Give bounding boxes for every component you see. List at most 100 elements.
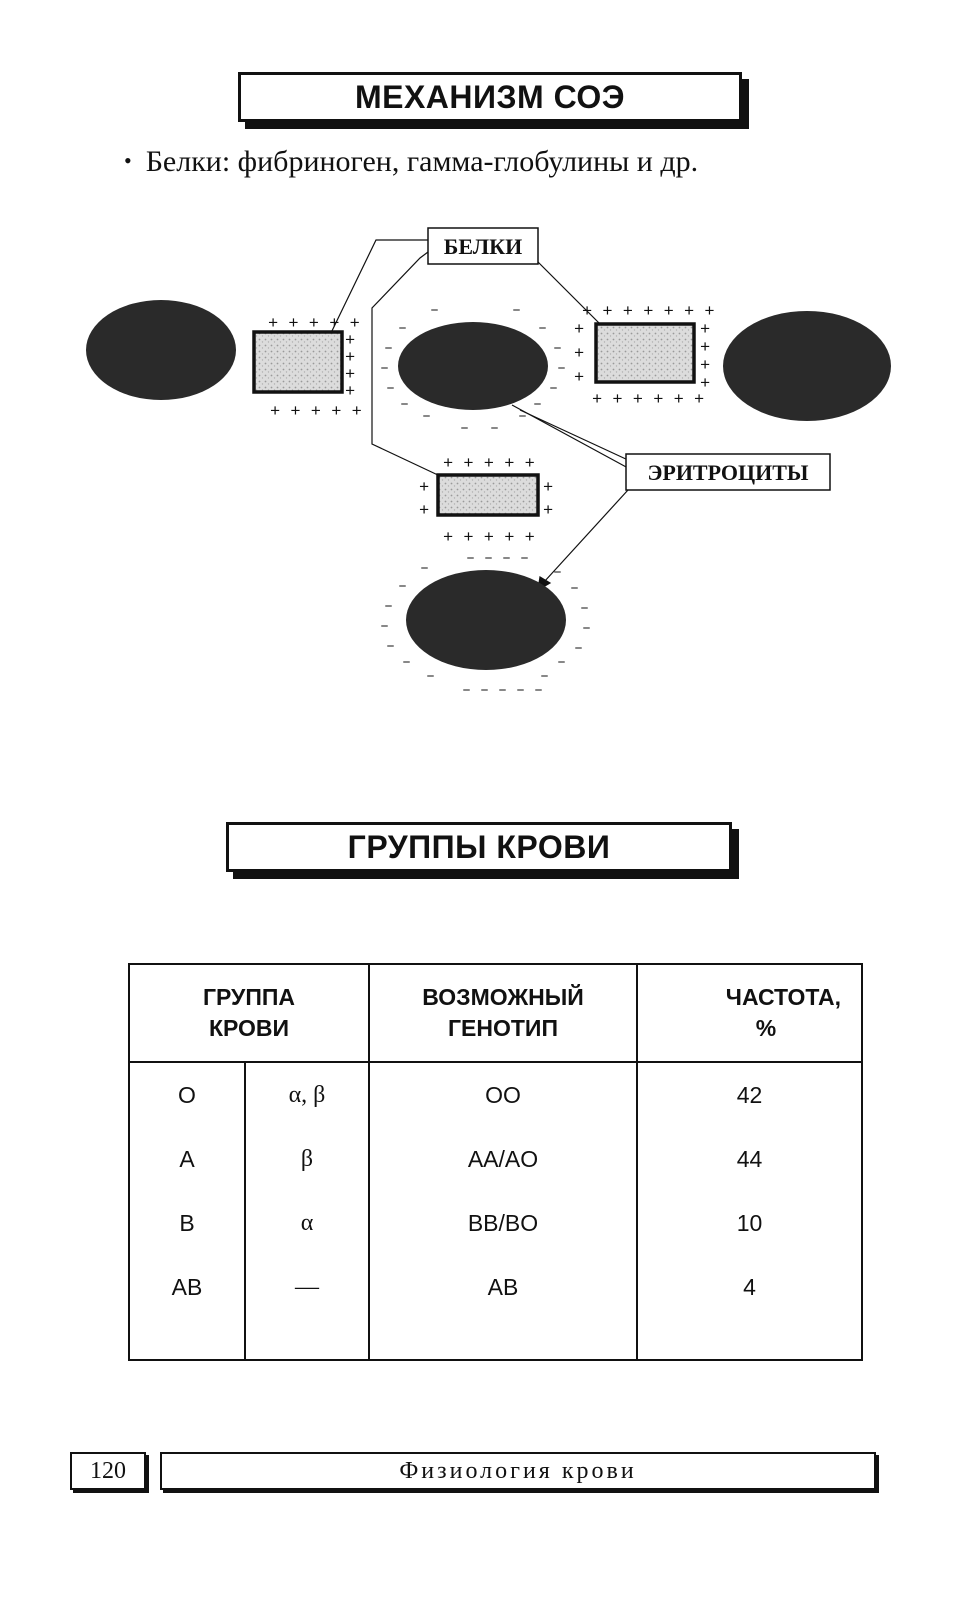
svg-text:+ + + + +: + + + + + [443, 455, 535, 474]
erythrocyte-leader-lines [511, 404, 629, 592]
svg-text:–: – [518, 408, 527, 425]
header-text: КРОВИ [208, 1015, 290, 1041]
cell-group: O [129, 1062, 246, 1127]
cell-antibodies: α, β [245, 1062, 370, 1127]
svg-text:–: – [582, 620, 591, 637]
svg-text:–: – [386, 380, 395, 397]
protein-left [252, 330, 344, 394]
cell-genotype: OO [369, 1062, 638, 1127]
cell-group: AB [129, 1255, 246, 1319]
header-blood-group: ГРУППА КРОВИ [129, 964, 370, 1063]
svg-text:+: + [543, 479, 553, 498]
svg-text:–: – [533, 396, 542, 413]
erythrocyte-bottom [406, 570, 566, 670]
svg-text:+: + [574, 345, 584, 364]
svg-text:–: – [426, 668, 435, 685]
header-frequency: ЧАСТОТА, % [637, 964, 862, 1063]
bullet-text: Белки: фибриноген, гамма-глобулины и др. [145, 145, 699, 178]
cell-group: A [129, 1127, 246, 1191]
svg-text:+ + + + + + +: + + + + + + + [582, 303, 715, 322]
positive-charges: + + + + + + + + + + + + + + + + + + + + … [268, 303, 715, 548]
svg-text:–: – [422, 408, 431, 425]
running-footer-title: Физиология крови [160, 1452, 876, 1490]
svg-text:–: – [570, 580, 579, 597]
svg-text:+: + [700, 339, 710, 358]
svg-text:–: – [512, 302, 521, 319]
header-text: ВОЗМОЖНЫЙ [422, 983, 584, 1010]
svg-text:–: – [386, 638, 395, 655]
cell-antibodies: — [245, 1255, 370, 1319]
protein-leader-lines [329, 239, 605, 477]
table-spacer-row [129, 1319, 862, 1360]
svg-text:+: + [574, 321, 584, 340]
proteins-bullet: • Белки: фибриноген, гамма-глобулины и др… [124, 145, 698, 179]
erythrocyte-left [86, 300, 236, 400]
svg-text:+ + + + +: + + + + + [443, 529, 535, 548]
erythrocyte-right [723, 311, 891, 421]
svg-text:–: – [402, 654, 411, 671]
svg-text:–: – [430, 302, 439, 319]
label-proteins: БЕЛКИ [427, 227, 539, 265]
label-erythrocytes: ЭРИТРОЦИТЫ [625, 453, 831, 491]
erythrocyte-center [398, 322, 548, 410]
section-title-esr-mechanism: МЕХАНИЗМ СОЭ [238, 72, 742, 122]
svg-text:+ + + + +: + + + + + [270, 403, 362, 422]
table-header-row: ГРУППА КРОВИ ВОЗМОЖНЫЙ ГЕНОТИП ЧАСТОТА, … [129, 964, 862, 1063]
table-row: A β AA/AO 44 [129, 1127, 862, 1191]
svg-text:–: – [490, 420, 499, 437]
svg-text:–: – [557, 654, 566, 671]
header-text: % [755, 1015, 777, 1041]
cell-antibodies: α [245, 1191, 370, 1255]
cell-antibodies: β [245, 1127, 370, 1191]
svg-text:–: – [384, 598, 393, 615]
section-title-blood-groups: ГРУППЫ КРОВИ [226, 822, 732, 872]
svg-text:–: – [420, 560, 429, 577]
section-title-text: МЕХАНИЗМ СОЭ [354, 78, 626, 115]
bullet-marker: • [124, 148, 132, 173]
blood-groups-table: ГРУППА КРОВИ ВОЗМОЖНЫЙ ГЕНОТИП ЧАСТОТА, … [128, 963, 863, 1361]
svg-text:+ + + + + +: + + + + + + [592, 391, 704, 410]
svg-text:+ + + + +: + + + + + [268, 315, 360, 334]
svg-text:– – – –: – – – – [466, 550, 529, 567]
svg-text:+: + [419, 479, 429, 498]
svg-text:–: – [538, 320, 547, 337]
svg-text:–: – [540, 668, 549, 685]
header-text: ГЕНОТИП [448, 1015, 558, 1041]
header-text: ГРУППА [202, 983, 296, 1010]
label-erythrocytes-text: ЭРИТРОЦИТЫ [647, 460, 808, 485]
table-row: B α BB/BO 10 [129, 1191, 862, 1255]
cell-frequency: 10 [736, 1209, 763, 1236]
svg-text:–: – [380, 360, 389, 377]
svg-text:+: + [700, 321, 710, 340]
svg-text:+: + [345, 349, 355, 368]
svg-text:–: – [549, 380, 558, 397]
svg-text:– – – – –: – – – – – [462, 682, 543, 699]
cell-frequency: 42 [736, 1081, 763, 1108]
cell-genotype: AA/AO [369, 1127, 638, 1191]
svg-text:–: – [380, 618, 389, 635]
cell-frequency: 4 [743, 1273, 756, 1300]
svg-text:–: – [553, 564, 562, 581]
svg-text:–: – [557, 360, 566, 377]
header-text: ЧАСТОТА, [725, 983, 841, 1010]
svg-text:+: + [419, 502, 429, 521]
table-row: AB — AB 4 [129, 1255, 862, 1319]
cell-genotype: BB/BO [369, 1191, 638, 1255]
svg-text:–: – [580, 600, 589, 617]
svg-text:+: + [543, 502, 553, 521]
svg-text:+: + [700, 357, 710, 376]
svg-text:+: + [574, 369, 584, 388]
protein-bottom [436, 473, 540, 517]
svg-text:–: – [398, 320, 407, 337]
svg-text:+: + [345, 332, 355, 351]
svg-text:+: + [345, 383, 355, 402]
section-title-text: ГРУППЫ КРОВИ [347, 828, 611, 865]
esr-mechanism-diagram: БЕЛКИ ЭРИТРОЦИТЫ + + + + + + + + + + + +… [86, 227, 891, 699]
svg-text:–: – [400, 396, 409, 413]
svg-text:+: + [345, 366, 355, 385]
protein-right [594, 322, 696, 384]
svg-text:–: – [398, 578, 407, 595]
cell-genotype: AB [369, 1255, 638, 1319]
label-proteins-text: БЕЛКИ [444, 234, 522, 259]
svg-text:–: – [460, 420, 469, 437]
